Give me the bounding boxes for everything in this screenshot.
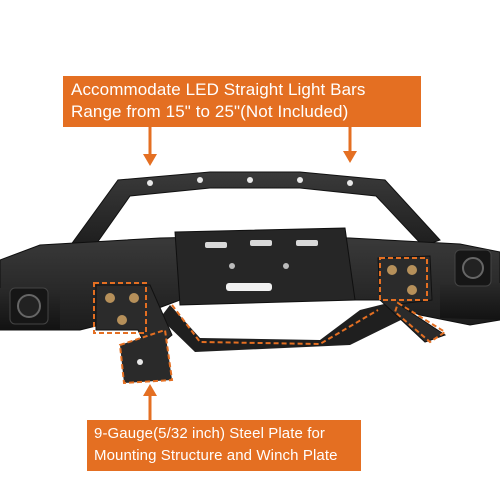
steel-plate-callout: 9-Gauge(5/32 inch) Steel Plate for Mount… bbox=[87, 420, 361, 471]
light-bar-callout-line-1: Accommodate LED Straight Light Bars bbox=[71, 80, 366, 99]
top-callout-arrows bbox=[143, 127, 357, 166]
steel-plate-callout-line-2: Mounting Structure and Winch Plate bbox=[94, 447, 338, 464]
right-mounting-plate bbox=[377, 255, 447, 344]
bottom-callout-arrow bbox=[143, 384, 157, 420]
light-bar-callout-line-2: Range from 15" to 25"(Not Included) bbox=[71, 102, 349, 121]
winch-plate bbox=[160, 227, 405, 352]
light-bar-callout: Accommodate LED Straight Light Bars Rang… bbox=[63, 76, 421, 127]
steel-plate-callout-line-1: 9-Gauge(5/32 inch) Steel Plate for bbox=[94, 425, 326, 442]
winch-plate-highlight bbox=[171, 304, 379, 346]
left-mounting-plate bbox=[93, 282, 174, 385]
